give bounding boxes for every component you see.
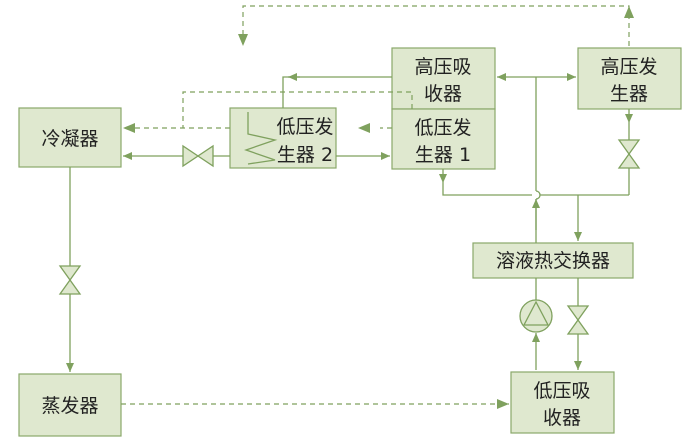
lp-generator-2-box: 低压发 生器 2 [229,107,337,169]
hp-absorber-label-line2: 收器 [424,83,462,105]
lp-generator-1-box: 低压发 生器 1 [391,108,496,170]
lp-generator-1-label-line1: 低压发 [414,117,471,139]
hp-generator-box: 高压发 生器 [577,47,682,110]
condenser-label: 冷凝器 [41,128,98,150]
lp-generator-1-label-line2: 生器 1 [415,144,471,166]
valve-icon [182,144,214,168]
hp-generator-label-line2: 生器 [610,83,648,105]
heating-coil-icon [244,112,278,165]
lp-absorber-box: 低压吸 收器 [510,371,615,434]
vapor-flow-lines [121,5,630,405]
hp-generator-label-line1: 高压发 [600,56,657,78]
evaporator-label: 蒸发器 [41,395,98,417]
vapor-arrowheads [123,6,634,409]
lp-generator-2-label-line2: 生器 2 [277,144,333,166]
hp-absorber-label-line1: 高压吸 [414,56,471,78]
evaporator-box: 蒸发器 [18,373,122,437]
valve-icon [58,265,82,295]
heat-exchanger-box: 溶液热交换器 [472,242,634,279]
lp-absorber-label-line2: 收器 [543,407,581,429]
condenser-box: 冷凝器 [18,107,122,168]
lp-absorber-label-line1: 低压吸 [533,380,590,402]
valve-icon [566,305,590,335]
hp-absorber-box: 高压吸 收器 [391,47,496,110]
solution-flow-lines [66,73,633,372]
heat-exchanger-label: 溶液热交换器 [496,250,610,272]
pump-icon [519,299,553,333]
valve-icon [617,139,641,169]
lp-generator-2-label-line1: 低压发 [276,116,333,138]
